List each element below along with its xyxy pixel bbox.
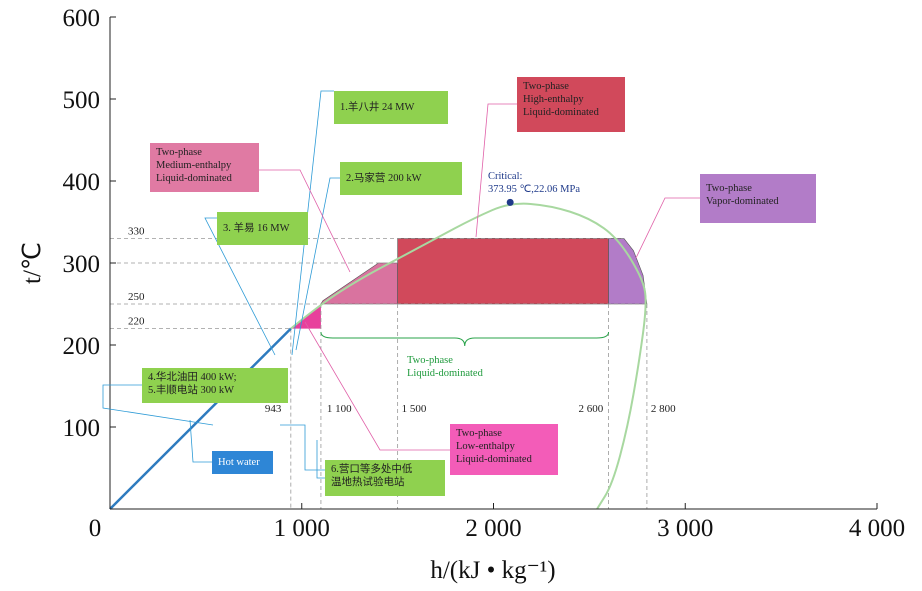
y-tick-label-500: 500 bbox=[63, 87, 101, 114]
connector-line-6 bbox=[280, 424, 325, 471]
label-critical-point: Critical: 373.95 ℃,22.06 MPa bbox=[488, 171, 581, 195]
connector-line-10 bbox=[304, 321, 450, 451]
critical-point-marker bbox=[506, 198, 514, 206]
ref-enthalpy-label-1100: 1 100 bbox=[327, 403, 352, 415]
ref-temp-label-330: 330 bbox=[128, 225, 145, 237]
label-low-enthalpy: Two-phase Low-enthalpy Liquid-dominated bbox=[450, 424, 558, 475]
x-tick-label-4000: 4 000 bbox=[849, 515, 905, 542]
label-two-phase-liquid-dominated: Two-phase Liquid-dominated bbox=[407, 355, 483, 379]
label-huabei-fengshun: 4.华北油田 400 kW; 5.丰顺电站 300 kW bbox=[142, 368, 288, 403]
x-tick-label-3000: 3 000 bbox=[657, 515, 713, 542]
connector-line-3 bbox=[102, 384, 214, 426]
connector-line-4 bbox=[189, 419, 212, 463]
connector-line-9 bbox=[635, 197, 700, 259]
ref-temp-label-250: 250 bbox=[128, 291, 145, 303]
region-high-enthalpy bbox=[397, 238, 609, 305]
y-axis-label: t/℃ bbox=[19, 242, 46, 284]
label-yingkou: 6.营口等多处中低 温地热试验电站 bbox=[325, 460, 445, 496]
connector-line-2 bbox=[204, 217, 276, 356]
connector-line-1 bbox=[295, 177, 340, 351]
y-tick-label-600: 600 bbox=[63, 5, 101, 32]
ref-enthalpy-label-1500: 1 500 bbox=[402, 403, 427, 415]
label-yangbajing: 1.羊八井 24 MW bbox=[334, 91, 448, 124]
y-tick-label-300: 300 bbox=[63, 251, 101, 278]
y-tick-label-200: 200 bbox=[63, 333, 101, 360]
y-tick-label-400: 400 bbox=[63, 169, 101, 196]
x-tick-label-0: 0 bbox=[89, 515, 102, 542]
ref-enthalpy-label-943: 943 bbox=[265, 403, 282, 415]
ref-temp-label-220: 220 bbox=[128, 316, 145, 328]
label-yangyi: 3. 羊易 16 MW bbox=[217, 212, 308, 245]
brace-two-phase bbox=[320, 331, 610, 347]
ref-enthalpy-label-2800: 2 800 bbox=[651, 403, 676, 415]
saturation-curve bbox=[290, 202, 647, 510]
ref-enthalpy-label-2600: 2 600 bbox=[579, 403, 604, 415]
label-vapor-dominated: Two-phase Vapor-dominated bbox=[700, 174, 816, 223]
label-medium-enthalpy: Two-phase Medium-enthalpy Liquid-dominat… bbox=[150, 143, 259, 192]
label-high-enthalpy: Two-phase High-enthalpy Liquid-dominated bbox=[517, 77, 625, 132]
connector-line-5 bbox=[316, 440, 325, 479]
x-tick-label-1000: 1 000 bbox=[274, 515, 330, 542]
x-axis-label: h/(kJ • kg⁻¹) bbox=[430, 557, 555, 584]
hot-water-line bbox=[109, 327, 292, 510]
connector-line-0 bbox=[291, 90, 334, 356]
x-tick-label-2000: 2 000 bbox=[465, 515, 521, 542]
y-tick-label-100: 100 bbox=[63, 415, 101, 442]
label-majiaying: 2.马家营 200 kW bbox=[340, 162, 462, 195]
connector-line-7 bbox=[259, 169, 351, 273]
label-hot-water: Hot water bbox=[212, 451, 273, 474]
